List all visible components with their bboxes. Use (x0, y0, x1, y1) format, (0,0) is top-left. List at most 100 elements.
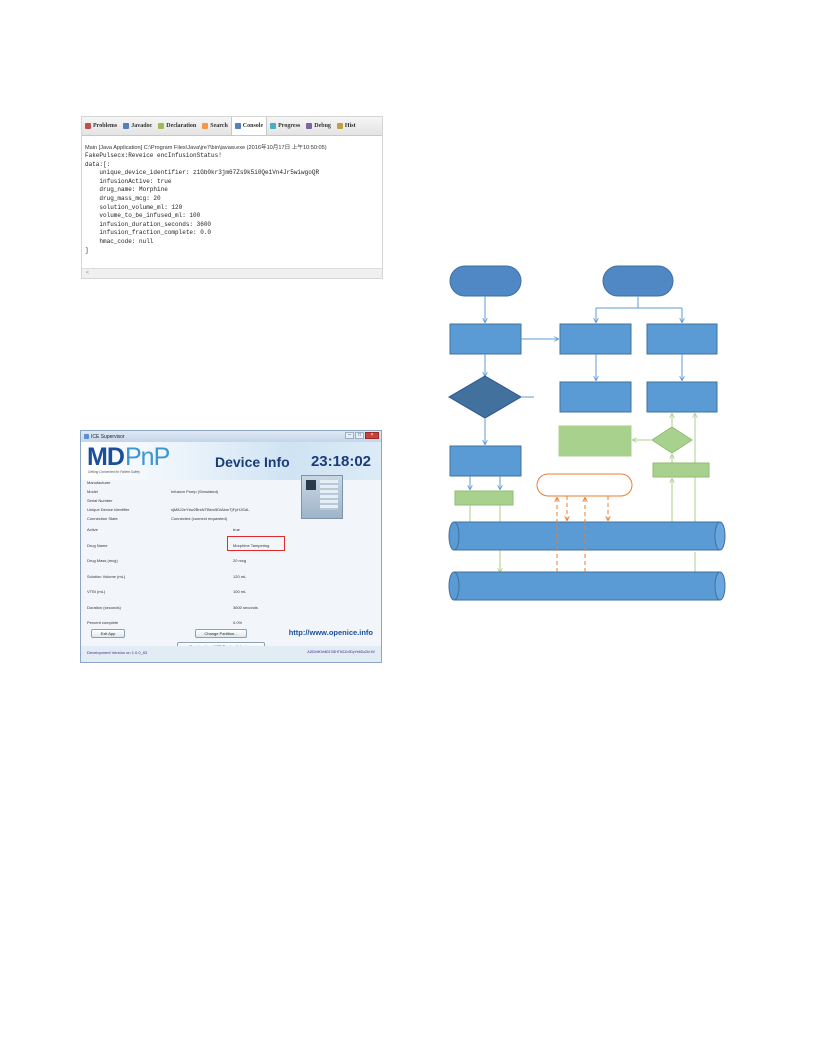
status-label: Drug Name (87, 543, 108, 548)
status-value: 0.0% (233, 620, 243, 625)
start-right-node (602, 265, 674, 297)
orange-terminator-node (536, 473, 633, 497)
pump-screen (306, 480, 316, 490)
status-label: Drug Mass (mcg) (87, 558, 118, 563)
tab-label: Console (242, 123, 264, 129)
logo-md: MD (87, 443, 125, 471)
drug-name-highlight (227, 536, 285, 551)
green-bar-left-node (454, 490, 514, 506)
info-label: Serial Number (87, 498, 113, 503)
tab-hist[interactable]: Hist (334, 117, 359, 135)
info-label: Connection State (87, 516, 118, 521)
exit-app-button[interactable]: Exit App (91, 629, 125, 638)
debug-icon (306, 123, 313, 129)
process-right-1-node (646, 323, 718, 355)
logo-pnp: PnP (125, 443, 170, 471)
console-line: data:[: (85, 160, 111, 168)
close-icon[interactable]: × (365, 432, 379, 439)
javadoc-icon (123, 123, 130, 129)
status-label: Active (87, 527, 98, 532)
page-title: Device Info (215, 454, 290, 470)
tab-label: Progress (278, 123, 301, 129)
console-line: drug_name: Morphine (85, 186, 168, 194)
console-line: infusion_fraction_complete: 0.0 (85, 229, 212, 237)
console-line: unique_device_identifier: z1Gb0kr3jm67Zs… (85, 169, 320, 177)
ice-supervisor-screenshot: ICE Supervisor – □ × MD PnP Getting Conn… (80, 430, 382, 663)
status-value: Morphine Tampering (233, 543, 270, 548)
window-titlebar: ICE Supervisor – □ × (81, 431, 381, 442)
bus-lower (448, 571, 726, 601)
launch-line: Main [Java Application] C:\Program Files… (85, 145, 327, 151)
tab-label: Declaration (166, 123, 197, 129)
console-tab-bar: Problems Javadoc Declaration Search Console P… (82, 117, 382, 136)
maximize-icon[interactable]: □ (355, 432, 364, 439)
tab-problems[interactable]: Problems (82, 117, 120, 135)
console-screenshot: Problems Javadoc Declaration Search Console P… (81, 116, 383, 279)
green-box-center-node (558, 425, 632, 457)
tab-label: Javadoc (131, 123, 153, 129)
tab-label: Search (210, 123, 228, 129)
status-value: 120 mL (233, 574, 247, 579)
window-title: ICE Supervisor (91, 433, 125, 440)
tab-label: Debug (314, 123, 331, 129)
change-partition-button[interactable]: Change Partition... (195, 629, 247, 638)
process-center-1-node (559, 323, 632, 355)
tab-debug[interactable]: Debug (303, 117, 334, 135)
console-line: volume_to_be_infused_ml: 100 (85, 212, 201, 220)
version-text: Development Version on 1.0.0_63 (87, 650, 148, 655)
console-line: drug_mass_mcg: 20 (85, 194, 161, 202)
console-output: FakePulsecx:Reveice encInfusionStatus!da… (82, 151, 382, 255)
openice-link[interactable]: http://www.openice.info (288, 628, 373, 637)
progress-icon (270, 123, 277, 129)
green-bar-right-node (652, 462, 710, 478)
console-icon (234, 123, 241, 129)
process-left-2-node (449, 445, 522, 477)
bus-upper (448, 521, 726, 551)
minimize-icon[interactable]: – (345, 432, 354, 439)
start-left-node (449, 265, 522, 297)
process-left-1-node (449, 323, 522, 355)
tab-search[interactable]: Search (199, 117, 231, 135)
tab-javadoc[interactable]: Javadoc (120, 117, 155, 135)
status-label: Duration (seconds) (87, 605, 121, 610)
process-center-2-node (559, 381, 632, 413)
console-line: ] (85, 246, 89, 254)
ice-header: MD PnP Getting Connected for Patient Saf… (81, 442, 381, 480)
scroll-left-icon[interactable]: < (86, 270, 89, 276)
process-right-2-node (646, 381, 718, 413)
tab-console[interactable]: Console (230, 117, 268, 135)
logo-tagline: Getting Connected for Patient Safety (88, 470, 140, 474)
green-decision-right-node (651, 426, 693, 454)
flow-diagram (448, 265, 726, 601)
status-label: Solution Volume (mL) (87, 574, 126, 579)
status-label: Percent complete (87, 620, 119, 625)
hist-icon (336, 123, 343, 129)
info-value: Connected (connect requested) (171, 516, 228, 521)
app-icon (84, 434, 89, 439)
console-line: infusion_duration_seconds: 3600 (85, 220, 212, 228)
console-line: hmac_code: null (85, 237, 154, 245)
status-footer: Development Version on 1.0.0_63 A2lDl4iK… (81, 646, 381, 662)
status-value: 20 mcg (233, 558, 247, 563)
problems-icon (85, 123, 91, 129)
status-value: 3600 seconds (233, 605, 258, 610)
info-value: Infusion Pump (Simulated) (171, 489, 219, 494)
status-value: 100 mL (233, 589, 247, 594)
tab-label: Hist (344, 123, 356, 129)
horizontal-scrollbar[interactable]: < (82, 268, 382, 278)
status-label: VTBI (mL) (87, 589, 106, 594)
decision-left-node (448, 375, 522, 419)
info-label: Unique Device Identifier (87, 507, 130, 512)
window-controls: – □ × (345, 432, 379, 439)
console-line: FakePulsecx:Reveice encInfusionStatus! (85, 152, 222, 159)
console-line: infusionActive: true (85, 177, 172, 185)
info-value: sjM8J2eYkw2BrsNTBkm5DiAbmTjFyHJGdL (171, 507, 250, 512)
info-label: Manufacturer (87, 480, 111, 485)
tab-progress[interactable]: Progress (267, 117, 303, 135)
console-line: solution_volume_ml: 120 (85, 203, 183, 211)
infusion-pump-image (301, 475, 343, 519)
declaration-icon (158, 123, 165, 129)
hash-text: A2lDl4iKhh8017i8HTN2Zo9DyYe6Do2bl.bV (307, 650, 375, 654)
pump-panel (320, 480, 338, 510)
tab-declaration[interactable]: Declaration (155, 117, 199, 135)
